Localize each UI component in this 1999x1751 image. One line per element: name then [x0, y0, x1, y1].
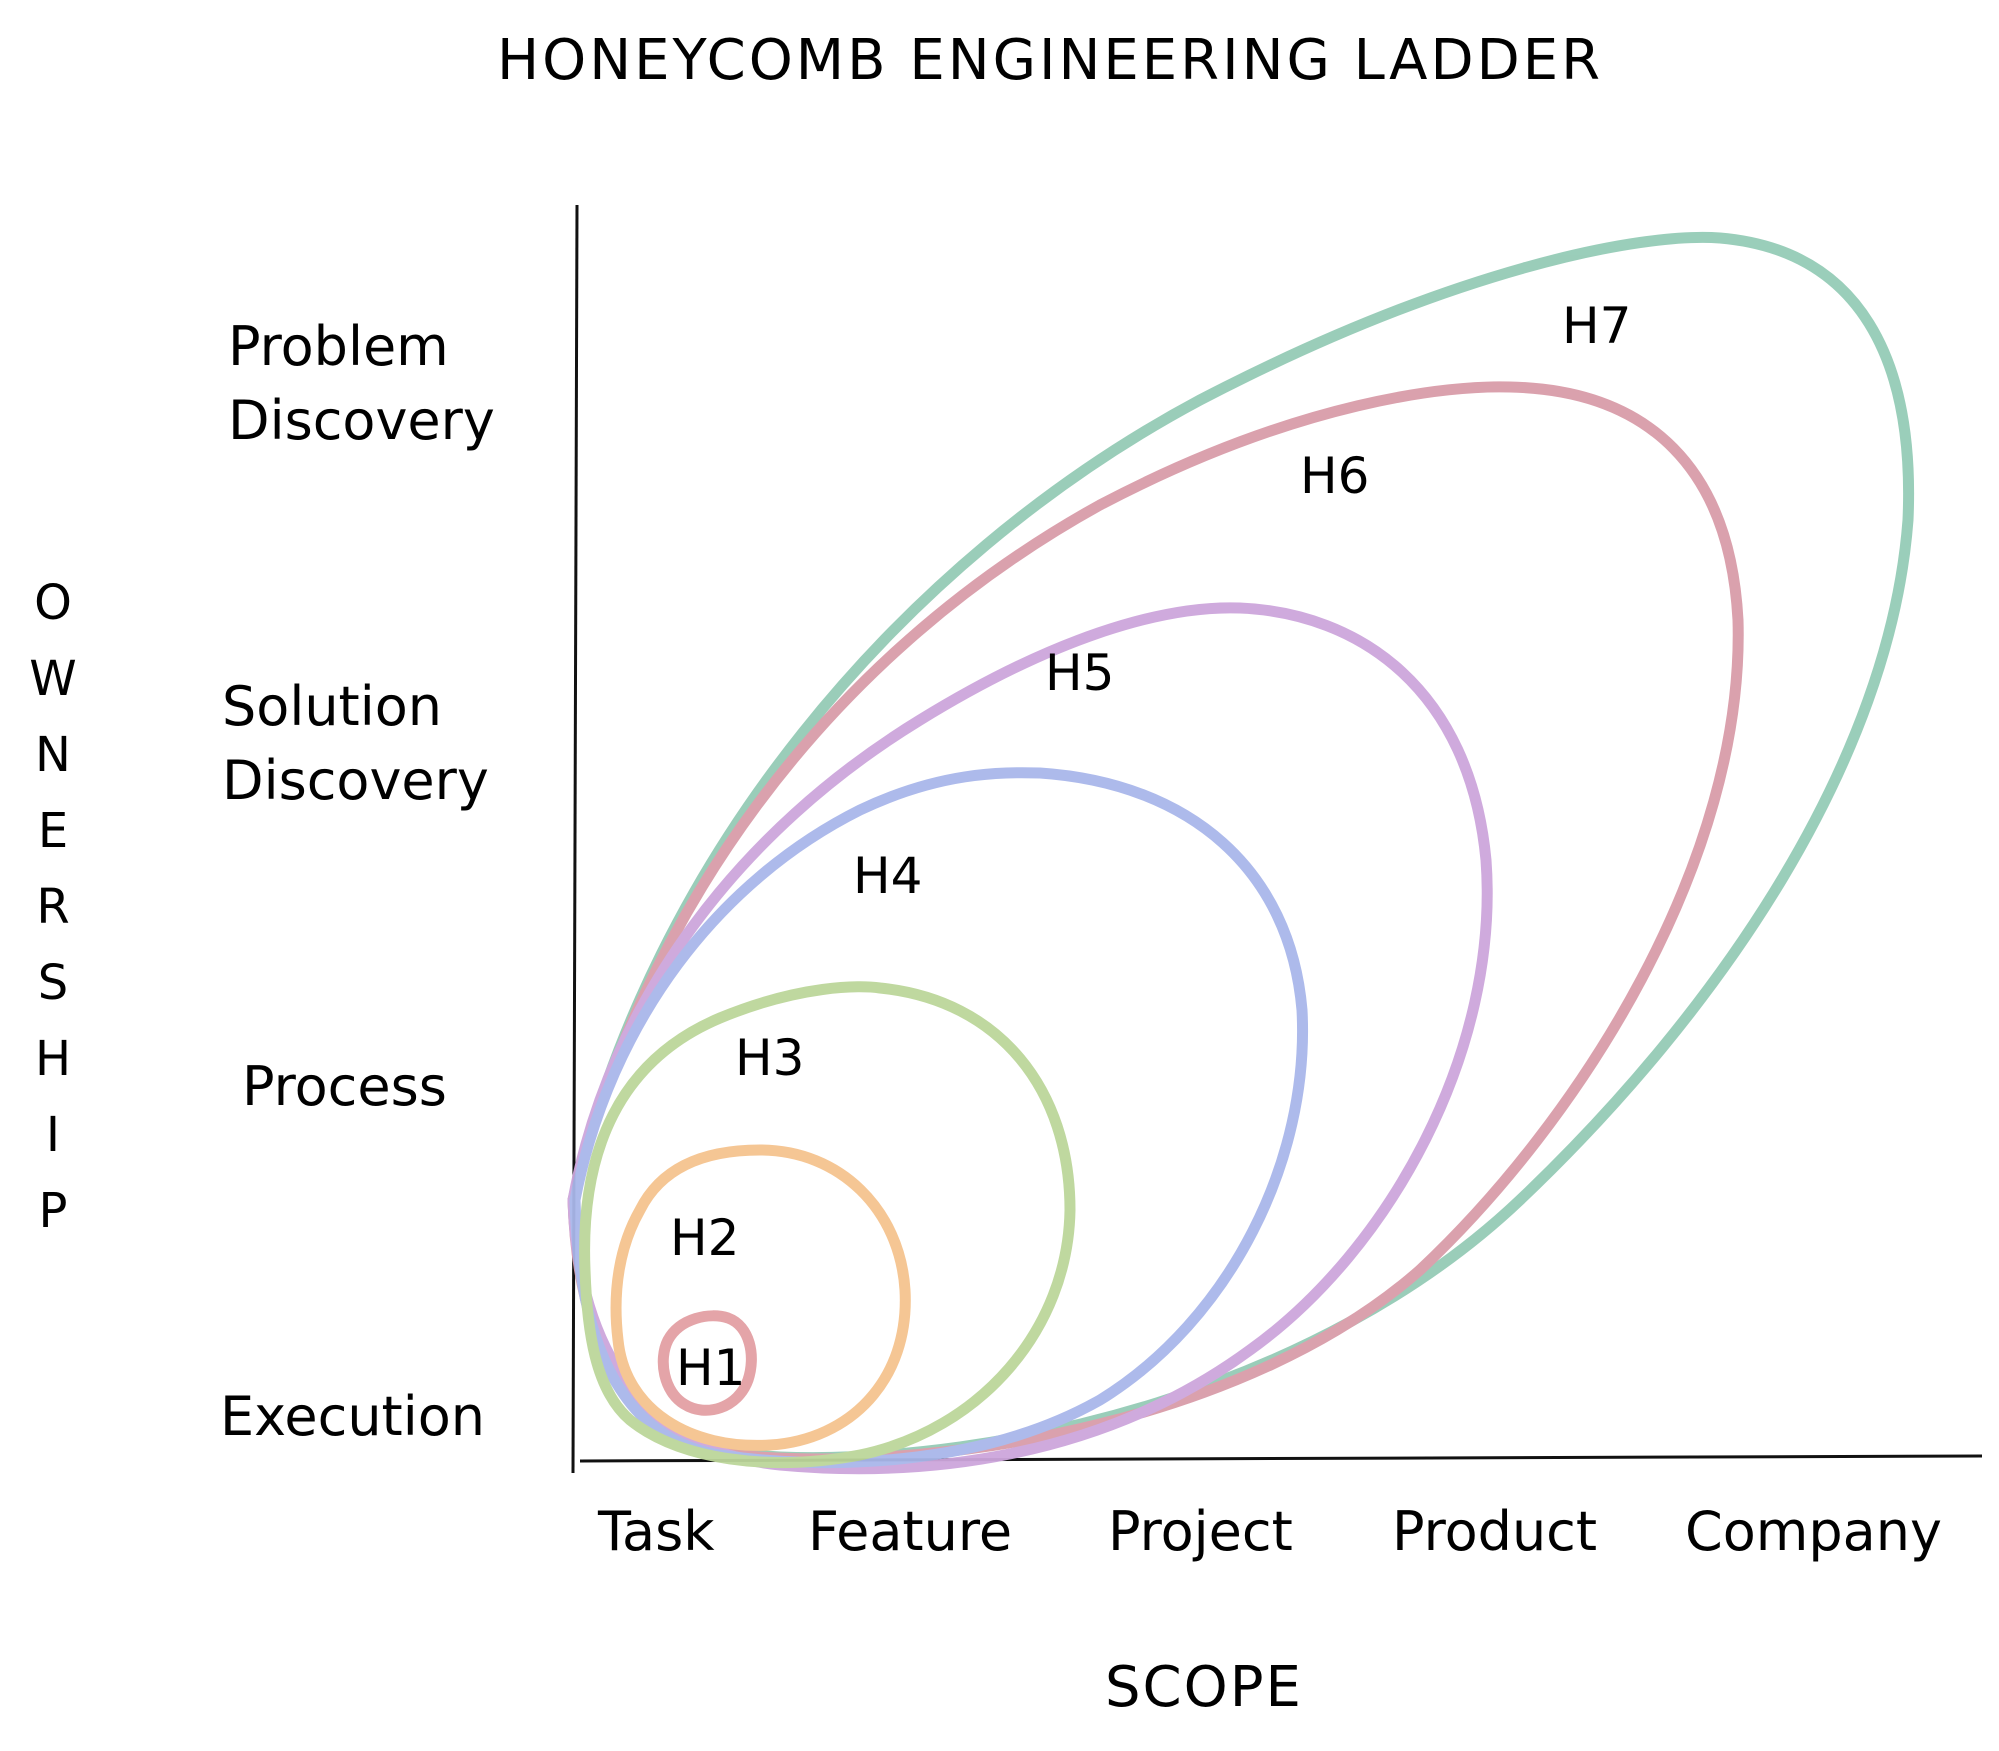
x-level-feature: Feature: [808, 1500, 1013, 1563]
ownership-letter: P: [38, 1183, 68, 1239]
ownership-letter: S: [37, 955, 69, 1011]
y-level-solution-discovery: Solution Discovery: [222, 675, 489, 812]
y-level-process: Process: [242, 1055, 447, 1118]
h1-label: H1: [676, 1339, 745, 1397]
ownership-letter: W: [29, 651, 77, 707]
h5-label: H5: [1045, 644, 1114, 702]
ownership-letter: H: [34, 1031, 72, 1087]
scope-axis-title: SCOPE: [1105, 1655, 1303, 1720]
h3-ellipse: [579, 981, 1076, 1468]
ownership-letter: N: [35, 727, 71, 783]
h7-ellipse: [567, 231, 1915, 1464]
diagram-title: HONEYCOMB ENGINEERING LADDER: [497, 28, 1603, 93]
x-level-task: Task: [598, 1500, 715, 1563]
y-level-execution: Execution: [220, 1385, 485, 1448]
h4-label: H4: [853, 847, 922, 905]
ownership-letter: O: [34, 575, 72, 631]
h6-ellipse: [567, 381, 1744, 1465]
x-level-project: Project: [1108, 1500, 1293, 1563]
x-level-company: Company: [1685, 1500, 1942, 1563]
x-level-product: Product: [1392, 1500, 1598, 1563]
h2-ellipse: [610, 1144, 911, 1451]
y-level-problem-discovery: Problem Discovery: [228, 315, 495, 452]
h7-label: H7: [1562, 297, 1631, 355]
ownership-letter: I: [45, 1107, 61, 1163]
h1-ellipse: [657, 1310, 757, 1416]
ownership-letter: R: [36, 879, 70, 935]
h2-label: H2: [670, 1209, 739, 1267]
h3-label: H3: [735, 1029, 804, 1087]
ownership-letter: E: [37, 803, 69, 859]
h6-label: H6: [1300, 447, 1369, 505]
